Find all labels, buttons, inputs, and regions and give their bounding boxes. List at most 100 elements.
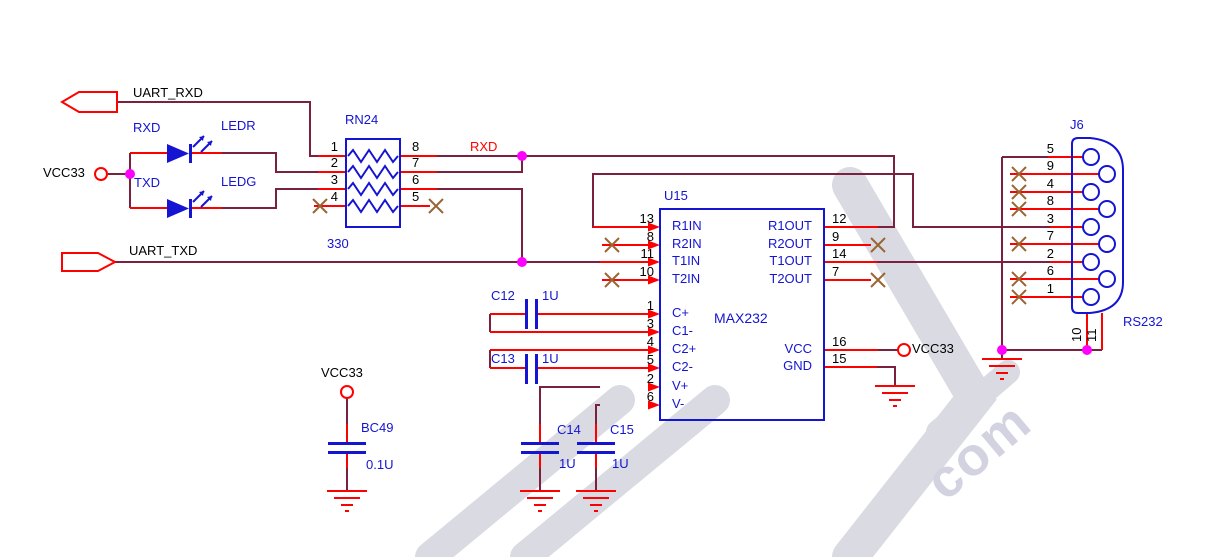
u15-pin-number: 12 — [832, 211, 847, 226]
u15-pin-number: 3 — [646, 316, 654, 331]
u15-pin-number: 10 — [639, 264, 654, 279]
rn24-pin-number: 4 — [330, 189, 338, 204]
u15-pin-name: C2- — [672, 359, 693, 374]
u15-device: MAX232 — [714, 310, 768, 326]
u15-pin-name: C+ — [672, 305, 689, 320]
u15-pin-name: T2IN — [672, 271, 701, 286]
u15-pin-number: 9 — [832, 229, 840, 244]
power-label-vcc33-left: VCC33 — [43, 165, 85, 180]
rn24-pin-number: 5 — [412, 189, 420, 204]
u15-max232-body — [659, 208, 825, 421]
j6-pin-number: 9 — [1046, 158, 1054, 173]
uart-rxd-connector — [60, 91, 118, 113]
capacitor-bc49-icon — [328, 442, 366, 454]
capacitor-c13-icon — [525, 354, 538, 384]
u15-pin-number: 1 — [646, 298, 654, 313]
j6-connector-label: RS232 — [1123, 314, 1163, 329]
ground-icon — [576, 490, 616, 512]
watermark-stroke — [510, 385, 730, 557]
u15-pin-number: 2 — [646, 371, 654, 386]
vcc33-terminal-bc49 — [340, 385, 354, 399]
u15-pin-number: 7 — [832, 264, 840, 279]
led-red-icon — [167, 135, 213, 163]
u15-pin-number: 11 — [640, 246, 655, 261]
c14-ref: C14 — [557, 422, 581, 437]
led-red-net-label: RXD — [133, 120, 161, 135]
c12-value: 1U — [542, 288, 559, 303]
led-red-ref: LEDR — [221, 118, 256, 133]
j6-ref: J6 — [1070, 117, 1084, 132]
j6-db9-connector — [1071, 137, 1124, 314]
rn24-pin-number: 8 — [412, 139, 420, 154]
c12-ref: C12 — [491, 288, 515, 303]
j6-pin-number: 4 — [1046, 176, 1054, 191]
capacitor-c15-icon — [577, 442, 615, 454]
vcc-terminals — [94, 167, 911, 399]
rn24-ref: RN24 — [345, 112, 379, 127]
rn24-pin-number: 2 — [330, 155, 338, 170]
u15-pin-number: 4 — [646, 334, 654, 349]
pin-arrowheads — [648, 222, 660, 410]
u15-pin-number: 14 — [832, 246, 847, 261]
u15-pin-name: VCC — [784, 341, 812, 356]
rn24-pin-number: 7 — [412, 155, 420, 170]
rn24-value: 330 — [327, 236, 349, 251]
junction-dots — [125, 151, 1092, 355]
j6-pin-number: 3 — [1046, 211, 1054, 226]
ground-icon — [327, 490, 367, 512]
no-connect-x-marks — [312, 166, 1027, 305]
u15-pin-name: R1OUT — [767, 218, 812, 233]
watermark-stroke — [926, 360, 1020, 444]
u15-ref: U15 — [664, 188, 688, 203]
power-label-vcc33-bc49: VCC33 — [321, 365, 363, 380]
j6-pin-number: 2 — [1046, 246, 1054, 261]
led-green-icon — [167, 190, 213, 218]
pin-stubs — [130, 152, 1103, 468]
u15-pin-number: 6 — [646, 389, 654, 404]
j6-pin-number: 1 — [1046, 281, 1054, 296]
j6-mount-pin-number: 11 — [1084, 328, 1099, 343]
uart-txd-connector — [61, 252, 118, 272]
u15-pin-name: T1IN — [672, 253, 701, 268]
u15-pin-number: 16 — [832, 334, 847, 349]
u15-pin-name: T2OUT — [769, 271, 812, 286]
u15-pin-name: GND — [783, 358, 812, 373]
rn24-pin-number: 1 — [330, 139, 338, 154]
rn24-resistor-network — [345, 138, 401, 228]
u15-pin-name: V- — [672, 396, 685, 411]
power-label-vcc33-right: VCC33 — [912, 341, 954, 356]
led-green-net-label: TXD — [134, 175, 160, 190]
j6-pin-number: 6 — [1046, 263, 1054, 278]
u15-pin-name: T1OUT — [769, 253, 812, 268]
u15-pin-number: 8 — [646, 229, 654, 244]
net-wires — [108, 101, 1102, 490]
j6-pin-number: 5 — [1046, 141, 1054, 156]
ground-icons — [327, 358, 1022, 512]
c13-value: 1U — [542, 351, 559, 366]
u15-pin-name: R2IN — [672, 236, 702, 251]
u15-pin-name: C1- — [672, 323, 693, 338]
net-label-uart-txd: UART_TXD — [129, 243, 198, 258]
c15-value: 1U — [612, 456, 629, 471]
j6-pin-number: 7 — [1046, 228, 1054, 243]
rn24-pin-number: 3 — [330, 172, 338, 187]
u15-pin-name: R1IN — [672, 218, 702, 233]
c15-ref: C15 — [610, 422, 634, 437]
u15-pin-name: V+ — [672, 378, 689, 393]
watermark-stroke — [415, 385, 635, 557]
net-label-uart-rxd: UART_RXD — [133, 85, 203, 100]
led-green-ref: LEDG — [221, 174, 257, 189]
ground-icon — [520, 490, 560, 512]
u15-pin-name: R2OUT — [767, 236, 812, 251]
u15-pin-number: 5 — [646, 352, 654, 367]
u15-pin-name: C2+ — [672, 341, 697, 356]
j6-mount-pin-number: 10 — [1069, 327, 1084, 342]
u15-pin-number: 13 — [639, 211, 654, 226]
capacitor-c14-icon — [521, 442, 559, 454]
rn24-pin-number: 6 — [412, 172, 420, 187]
c13-ref: C13 — [491, 351, 515, 366]
vcc33-terminal-right — [897, 343, 911, 357]
net-label-rxd: RXD — [470, 139, 498, 154]
